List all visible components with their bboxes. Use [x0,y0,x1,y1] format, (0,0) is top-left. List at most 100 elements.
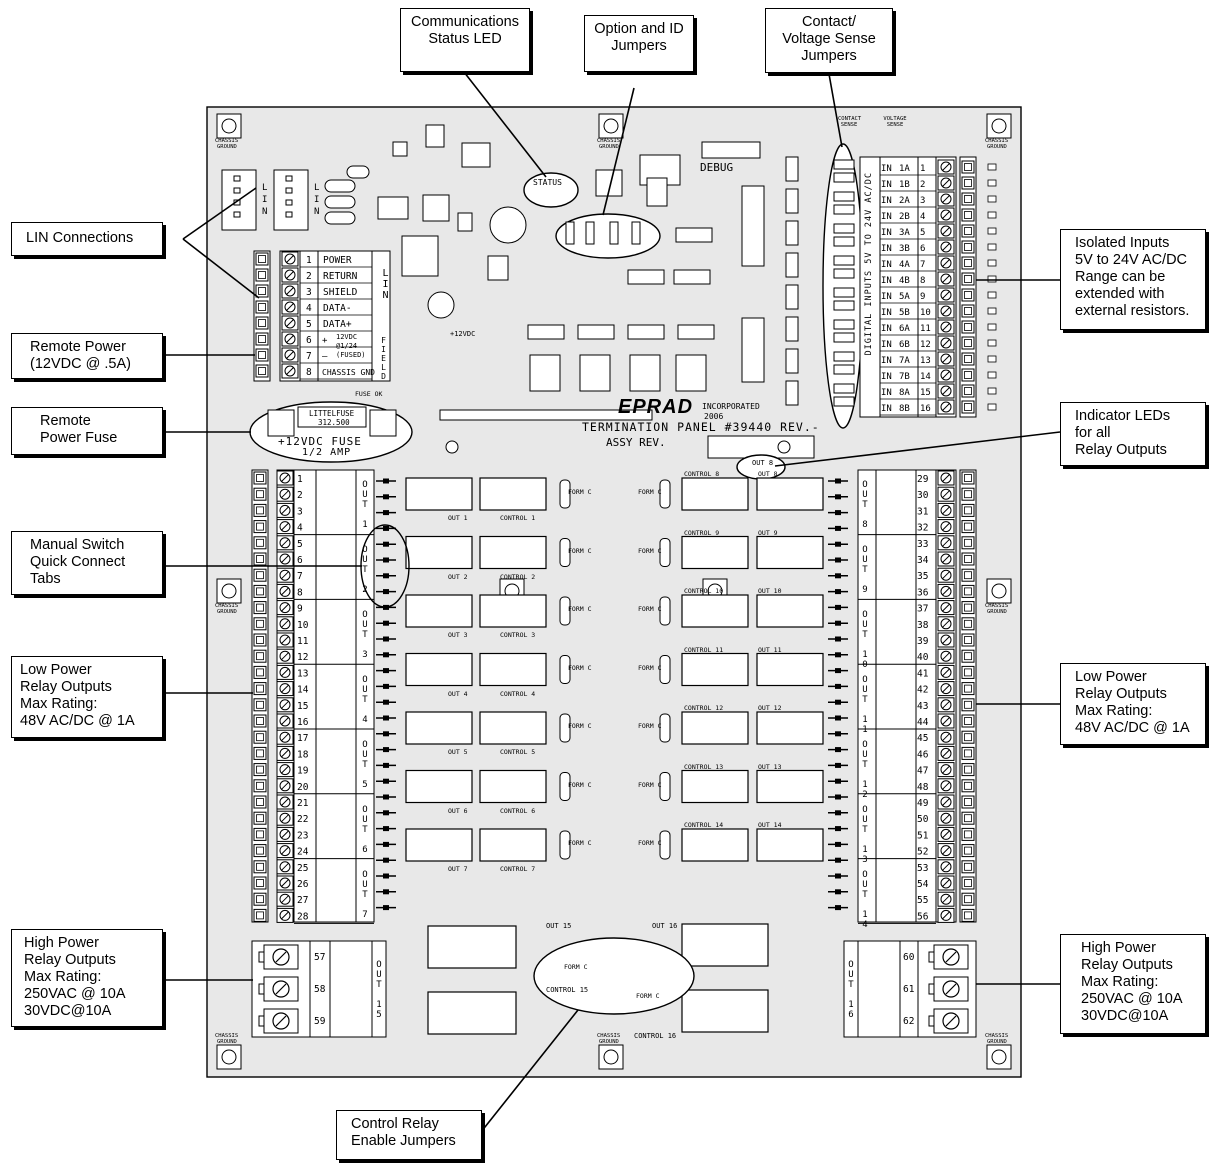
input-number: 5 [920,228,925,238]
chassis-ground-label: GROUND [987,609,1007,615]
input-label: 8A [899,388,910,398]
left-out-label: OUT 3 [360,610,370,660]
input-label: 4B [899,276,910,286]
input-label: 3A [899,228,910,238]
field-power-line: @1/24 [336,342,358,350]
left-relay-out-label: OUT 3 [448,631,468,639]
high-power-right [843,940,977,1038]
left-terminal-number: 3 [297,506,303,517]
high-power-left [251,940,387,1038]
right-terminal-number: 43 [917,701,928,712]
form-c-left: FORM C [568,663,592,672]
input-label: 7A [899,356,910,366]
form-c-left: FORM C [568,839,592,847]
left-terminal-number: 13 [297,668,308,679]
lin-terminal-number: 4 [306,303,312,314]
chassis-ground-label: GROUND [217,1039,237,1045]
svg-text:N: N [262,207,267,217]
left-relay-out-label: OUT 1 [448,514,468,522]
right-relay-control-label: CONTROL 12 [684,704,724,712]
brand-logo: EPRAD [618,396,694,418]
left-out-label: OUT 7 [360,870,370,920]
left-out-label: OUT 1 [360,480,370,530]
input-number: 16 [920,404,931,414]
right-relay-out-label: OUT 12 [758,704,782,712]
brand-year: 2006 [704,412,724,421]
left-terminal-number: 4 [297,523,303,534]
lin-terminal-label: DATA- [323,303,352,314]
form-c-right: FORM C [638,605,662,613]
input-label: 6A [899,324,910,334]
brand-sub: INCORPORATED [702,402,760,411]
right-relay-out-label: OUT 9 [758,528,778,537]
chassis-ground-label: CHASSIS [985,138,1008,144]
lin-terminal-label: DATA+ [323,319,352,330]
lin-terminal-number: 6 [306,335,312,346]
opto-isolators [785,156,799,406]
control-relay-jumpers-highlight [533,937,695,1015]
out16-label: OUT 16 [652,922,678,930]
right-terminal-number: 35 [917,571,928,582]
chassis-ground-label: GROUND [987,1039,1007,1045]
input-prefix: IN [881,196,892,206]
left-terminal-number: 24 [297,847,309,858]
lin-terminal-number: 7 [306,351,312,362]
hp-left-terminal-number: 58 [314,984,326,995]
input-number: 9 [920,292,925,302]
form-c-right: FORM C [638,663,662,672]
status-led-highlight [523,172,579,208]
form-c-left: FORM C [568,605,592,613]
right-relay-out-label: OUT 11 [758,645,782,654]
chassis-ground-label: CHASSIS [985,1033,1008,1039]
input-prefix: IN [881,260,892,270]
top-components [377,124,761,319]
left-relay-control-label: CONTROL 2 [500,572,536,581]
input-number: 13 [920,356,931,366]
form-c-left: FORM C [568,780,592,789]
input-prefix: IN [881,404,892,414]
right-out-label: OUT 11 [860,675,870,735]
form-c-left: FORM C [568,722,592,730]
lin-terminal-label: RETURN [323,271,358,282]
input-number: 4 [920,212,925,222]
field-power-line: 12VDC [336,333,358,341]
left-terminal-number: 5 [297,539,303,550]
lin-terminal-number: 8 [306,367,312,378]
right-terminal-number: 54 [917,879,929,890]
input-prefix: IN [881,356,892,366]
right-terminal-number: 30 [917,490,929,501]
input-number: 3 [920,196,925,206]
left-terminal-number: 20 [297,782,309,793]
fuse-ok-label: FUSE OK [355,390,383,398]
form-c-right: FORM C [638,839,662,847]
voltage-sense-label: VOLTAGE SENSE [883,116,907,128]
input-prefix: IN [881,228,892,238]
left-terminal-number: 11 [297,636,309,647]
input-label: 5A [899,292,910,302]
plus-12vdc-label: +12VDC [450,330,476,338]
chassis-ground-label: GROUND [217,144,237,150]
left-relay-out-label: OUT 7 [448,865,468,873]
left-terminal-number: 22 [297,814,308,825]
debug-label: DEBUG [700,161,734,174]
right-terminal-number: 36 [917,587,929,598]
form-c-right: FORM C [638,722,662,730]
right-terminal-number: 47 [917,766,928,777]
right-terminal-number: 55 [917,895,928,906]
lin-terminal-number: 1 [306,255,312,266]
left-terminal-number: 25 [297,863,308,874]
lin-terminal-label: POWER [323,255,352,266]
right-terminal-number: 39 [917,636,929,647]
right-terminal-number: 38 [917,620,929,631]
left-terminal-number: 26 [297,879,309,890]
left-out-label: OUT 2 [360,545,370,595]
input-number: 10 [920,308,931,318]
right-terminal-number: 42 [917,685,928,696]
right-terminal-number: 53 [917,863,928,874]
right-relay-control-label: CONTROL 8 [684,470,720,478]
